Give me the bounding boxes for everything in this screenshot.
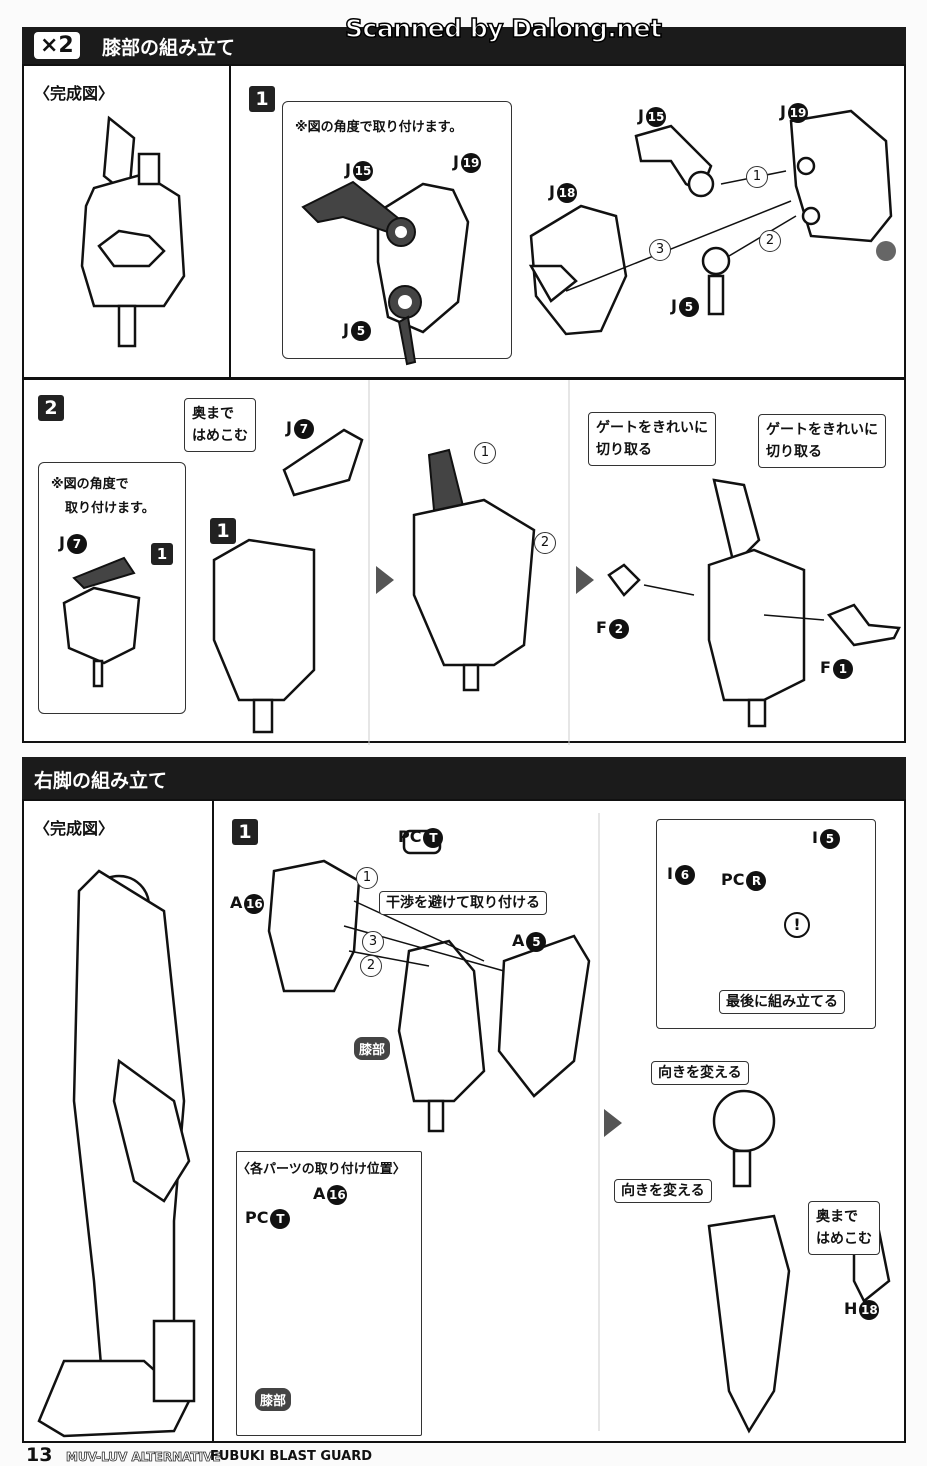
step1-exploded-illustration (528, 109, 896, 336)
step-ref: 1 (210, 518, 236, 544)
step-number: 2 (38, 395, 64, 421)
section-title: 膝部の組み立て (102, 37, 236, 59)
complete-view-panel: 〈完成図〉 (22, 64, 231, 379)
step-ref: 1 (151, 543, 173, 565)
turn-direction-note: 向きを変える (614, 1179, 712, 1203)
multiplier-badge: ×2 (34, 32, 80, 59)
section-header-knee: ×2 膝部の組み立て (22, 27, 906, 64)
gate-trim-note: ゲートをきれいに切り取る (758, 414, 886, 468)
push-in-note: 奥まではめこむ (808, 1201, 880, 1255)
turn-direction-note: 向きを変える (651, 1061, 749, 1085)
series-logo: MUV-LUV ALTERNATIVE (66, 1450, 221, 1465)
avoid-interference-note: 干渉を避けて取り付ける (379, 891, 547, 915)
page-number: 13 (26, 1444, 53, 1466)
complete-view-panel: 〈完成図〉 (22, 799, 214, 1443)
gate-trim-note: ゲートをきれいに切り取る (588, 412, 716, 466)
order-3: 3 (649, 239, 671, 261)
position-title: 〈各パーツの取り付け位置〉 (237, 1162, 406, 1177)
angle-note-line2: 取り付けます。 (65, 501, 155, 516)
product-name: FUBUKI BLAST GUARD (210, 1449, 373, 1464)
knee-complete-illustration (80, 115, 186, 348)
order-1: 1 (356, 867, 378, 889)
watermark: Scanned by Dalong.net (344, 13, 663, 44)
warning-icon: ! (784, 912, 810, 938)
push-in-note: 奥まではめこむ (184, 398, 256, 452)
assemble-last-note: 最後に組み立てる (719, 990, 845, 1014)
next-arrow (604, 1109, 622, 1137)
step-number: 1 (232, 819, 258, 845)
order-3: 3 (362, 931, 384, 953)
section-title: 右脚の組み立て (34, 770, 168, 792)
order-1: 1 (746, 166, 768, 188)
order-2: 2 (759, 230, 781, 252)
next-arrow (576, 566, 594, 594)
right-leg-complete-illustration (37, 869, 196, 1438)
angle-illustration (301, 180, 470, 366)
angle-note-line1: ※図の角度で (51, 477, 129, 492)
next-arrow (376, 566, 394, 594)
order-2: 2 (360, 955, 382, 977)
section-header-right-leg: 右脚の組み立て (22, 757, 906, 800)
order-1: 1 (474, 442, 496, 464)
knee-tag: 膝部 (354, 1037, 391, 1060)
angle-note: ※図の角度で取り付けます。 (295, 120, 463, 135)
inset-illustration (62, 556, 141, 688)
step-number: 1 (249, 86, 275, 112)
complete-label: 〈完成図〉 (34, 819, 115, 838)
order-2: 2 (534, 532, 556, 554)
complete-label: 〈完成図〉 (34, 84, 115, 103)
step2-illustrations (212, 380, 901, 745)
knee-tag: 膝部 (255, 1388, 292, 1411)
